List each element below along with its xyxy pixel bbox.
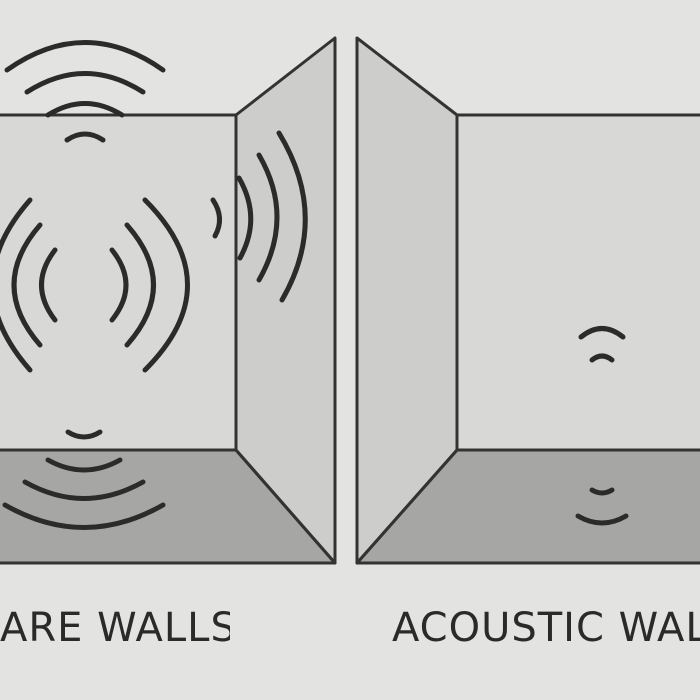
sound-wave-icon [589, 353, 615, 363]
sound-wave-icon [575, 513, 629, 526]
sound-wave-icon [45, 457, 123, 473]
bare-walls-panel [0, 36, 337, 565]
sound-wave-icon [0, 197, 33, 373]
sound-wave-icon [64, 131, 106, 143]
acoustic-wall-panels-caption: ACOUSTIC WALL P [392, 605, 700, 651]
sound-wave-icon [11, 222, 43, 348]
acoustic-floor [357, 450, 700, 563]
acoustic-back-wall [457, 115, 700, 450]
sound-wave-icon [578, 326, 626, 340]
bare-walls-caption: ARE WALLS [0, 605, 230, 651]
sound-wave-icon [39, 247, 58, 323]
sound-wave-icon [45, 101, 125, 118]
bare-side-panel-outline [234, 36, 337, 565]
acoustic-side-panel [357, 38, 457, 563]
bare-side-panel [236, 38, 335, 563]
acoustic-side-panel-outline [355, 36, 459, 565]
acoustic-panels-panel [355, 36, 700, 565]
sound-wave-icon [24, 71, 146, 95]
sound-wave-icon [210, 197, 222, 239]
bare-floor [0, 450, 335, 563]
sound-wave-icon [276, 130, 308, 303]
bare-back-wall [0, 115, 236, 450]
sound-wave-icon [256, 152, 280, 283]
sound-wave-icon [65, 429, 103, 440]
sound-wave-icon [589, 487, 615, 496]
sound-wave-icon [2, 502, 166, 530]
sound-wave-icon [22, 479, 146, 501]
sound-wave-icon [109, 247, 129, 323]
sound-wave-icon [236, 175, 254, 261]
sound-wave-icon [4, 40, 166, 73]
sound-wave-icon [124, 222, 156, 348]
sound-wave-icon [142, 197, 190, 373]
